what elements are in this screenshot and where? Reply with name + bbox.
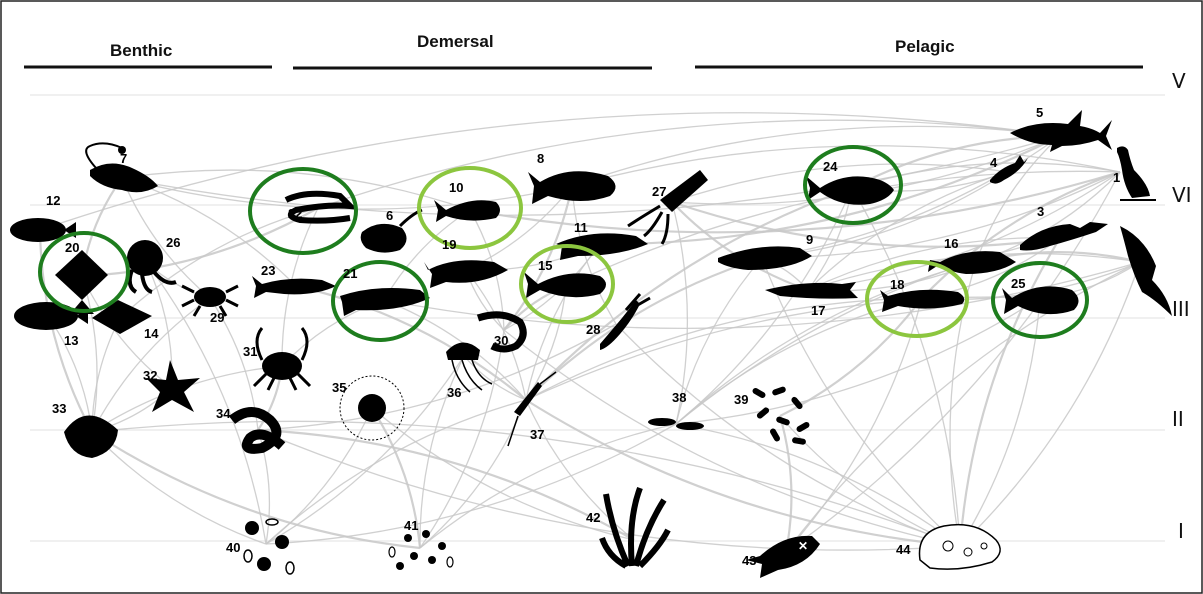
node-label-8: 8 xyxy=(537,151,544,166)
node-label-7: 7 xyxy=(120,151,127,166)
node-label-44: 44 xyxy=(896,542,911,557)
node-label-34: 34 xyxy=(216,406,231,421)
node-label-12: 12 xyxy=(46,193,60,208)
node-label-33: 33 xyxy=(52,401,66,416)
level-label-v: V xyxy=(1172,69,1186,93)
node-label-17: 17 xyxy=(811,303,825,318)
node-label-10: 10 xyxy=(449,180,463,195)
node-label-29: 29 xyxy=(210,310,224,325)
node-label-28: 28 xyxy=(586,322,600,337)
node-label-39: 39 xyxy=(734,392,748,407)
node-label-36: 36 xyxy=(447,385,461,400)
node-label-37: 37 xyxy=(530,427,544,442)
svg-text:✕: ✕ xyxy=(798,539,808,553)
node-label-41: 41 xyxy=(404,518,418,533)
zone-label-benthic: Benthic xyxy=(110,41,172,60)
node-label-40: 40 xyxy=(226,540,240,555)
node-label-3: 3 xyxy=(1037,204,1044,219)
node-label-5: 5 xyxy=(1036,105,1043,120)
node-label-26: 26 xyxy=(166,235,180,250)
node-label-13: 13 xyxy=(64,333,78,348)
node-label-22: 22 xyxy=(288,206,302,221)
node-label-27: 27 xyxy=(652,184,666,199)
node-label-32: 32 xyxy=(143,368,157,383)
level-label-i: I xyxy=(1178,519,1184,543)
node-label-15: 15 xyxy=(538,258,552,273)
node-label-20: 20 xyxy=(65,240,79,255)
node-label-23: 23 xyxy=(261,263,275,278)
level-label-iii: III xyxy=(1172,297,1190,321)
node-label-42: 42 xyxy=(586,510,600,525)
level-label-vi: VI xyxy=(1172,183,1192,207)
node-label-43: 43 xyxy=(742,553,756,568)
zone-label-pelagic: Pelagic xyxy=(895,37,955,56)
node-label-9: 9 xyxy=(806,232,813,247)
node-label-35: 35 xyxy=(332,380,346,395)
node-label-19: 19 xyxy=(442,237,456,252)
level-label-ii: II xyxy=(1172,407,1184,431)
node-label-2: 2 xyxy=(1141,252,1148,267)
node-label-38: 38 xyxy=(672,390,686,405)
node-label-21: 21 xyxy=(343,266,357,281)
node-label-4: 4 xyxy=(990,155,998,170)
node-label-30: 30 xyxy=(494,333,508,348)
node-label-16: 16 xyxy=(944,236,958,251)
node-label-25: 25 xyxy=(1011,276,1025,291)
node-label-6: 6 xyxy=(386,208,393,223)
node-label-1: 1 xyxy=(1113,170,1120,185)
node-label-11: 11 xyxy=(574,220,588,235)
node-label-14: 14 xyxy=(144,326,159,341)
node-label-24: 24 xyxy=(823,159,838,174)
node-label-18: 18 xyxy=(890,277,904,292)
node-label-31: 31 xyxy=(243,344,257,359)
zone-label-demersal: Demersal xyxy=(417,32,494,51)
